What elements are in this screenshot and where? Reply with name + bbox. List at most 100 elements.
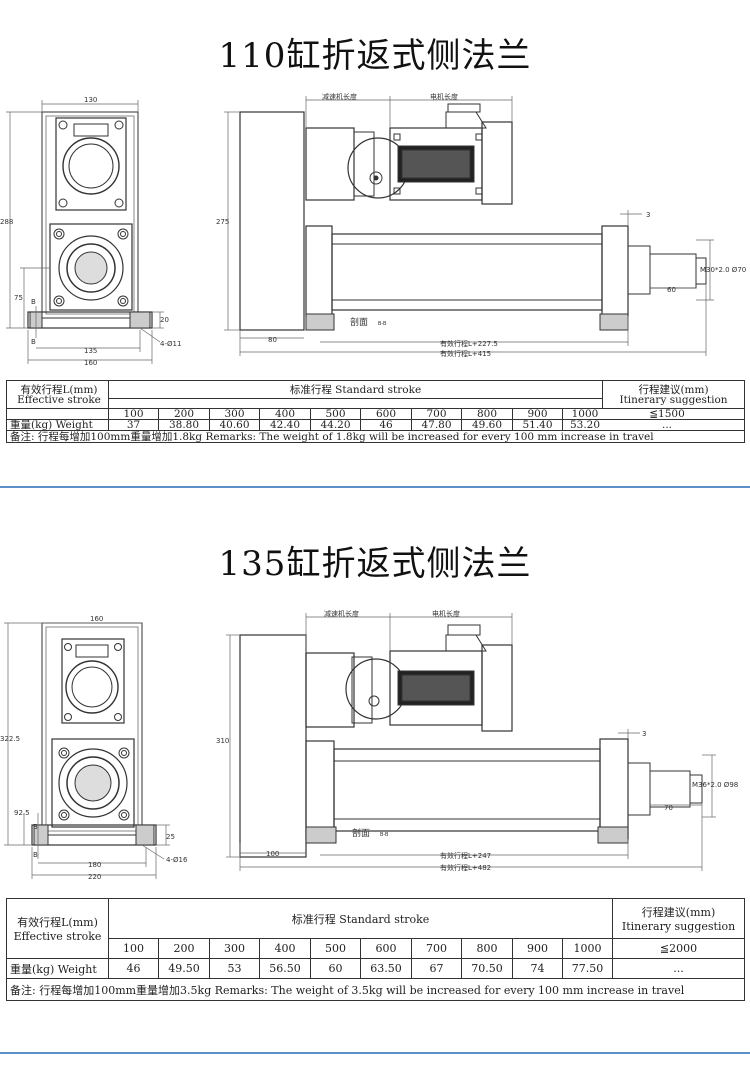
technical-drawing: 160 322.5 92.5 B B 25 4-Ø16 180 220 310 … <box>0 609 738 881</box>
dim-100: 100 <box>266 850 279 858</box>
mount-foot-left <box>305 313 335 331</box>
stroke-value: 100 <box>108 938 159 959</box>
remarks-note: 备注: 行程每增加100mm重量增加3.5kg Remarks: The wei… <box>5 978 746 1001</box>
weight-value: 51.40 <box>512 419 563 431</box>
remarks-note: 备注: 行程每增加100mm重量增加1.8kg Remarks: The wei… <box>5 430 746 443</box>
cylinder-end-cap <box>305 225 333 317</box>
weight-value: 74 <box>512 958 563 979</box>
weight-value: 53.20 <box>569 419 601 431</box>
section-title: 135缸折返式侧法兰 <box>218 544 532 584</box>
dim-stroke-a: 有效行程L+227.5 <box>440 339 498 348</box>
dim-hole-spacing: 135 <box>84 347 97 355</box>
stroke-value: 600 <box>360 408 412 420</box>
flange-plate-outline <box>41 622 143 836</box>
weight-value: 49.60 <box>461 419 513 431</box>
stroke-value: 700 <box>411 938 462 959</box>
dim-offset: 92.5 <box>14 809 30 817</box>
dim-rod-thread: M30*2.0 Ø70 <box>700 266 746 274</box>
reducer-housing <box>239 111 305 331</box>
motor-connector-socket <box>55 117 127 211</box>
dim-flange-thickness: 25 <box>166 833 175 841</box>
stroke-suggestion: ≦2000 <box>612 938 746 959</box>
dim-height-left: 288 <box>0 218 13 226</box>
section-title: 110缸折返式侧法兰 <box>218 36 532 76</box>
b-lower-label: B <box>33 851 38 859</box>
stroke-value: 800 <box>461 408 513 420</box>
dim-height-left: 322.5 <box>0 735 20 743</box>
dim-reducer-length: 减速机长度 <box>324 609 359 618</box>
stroke-value: 700 <box>411 408 462 420</box>
weight-value: 46 <box>360 419 412 431</box>
weight-value: 47.80 <box>411 419 462 431</box>
motor-connector-socket <box>61 638 125 724</box>
dim-80: 80 <box>268 336 277 344</box>
dim-motor-length: 电机长度 <box>430 92 458 101</box>
suggestion-header: 行程建议(mm)Itinerary suggestion <box>612 898 746 939</box>
stroke-value: 1000 <box>561 938 614 959</box>
weight-suggestion: ... <box>612 958 746 979</box>
b-upper-label: B <box>31 298 36 306</box>
dim-rod-thread: M36*2.0 Ø98 <box>692 781 738 789</box>
stroke-label-cell: 有效行程L(mm)Effective stroke <box>6 898 109 959</box>
stroke-value: 200 <box>158 938 210 959</box>
stroke-value: 200 <box>158 408 210 420</box>
spec-table: 有效行程L(mm)Effective stroke 标准行程 Standard … <box>5 380 746 443</box>
weight-value: 53 <box>209 958 260 979</box>
dim-holes: 4-Ø11 <box>160 340 181 348</box>
weight-label: 重量(kg) Weight <box>6 958 109 979</box>
weight-value: 42.40 <box>259 419 311 431</box>
rod-end-face <box>49 223 133 311</box>
dim-width-top: 160 <box>90 615 103 623</box>
dim-3: 3 <box>642 730 646 738</box>
dim-stroke-b: 有效行程L+415 <box>440 349 491 358</box>
weight-value: 46 <box>108 958 159 979</box>
stroke-value: 300 <box>209 408 260 420</box>
weight-value: 37 <box>108 419 159 431</box>
dim-stroke-b: 有效行程L+482 <box>440 863 491 872</box>
standard-stroke-header: 标准行程 Standard stroke <box>107 898 614 939</box>
dim-stroke-a: 有效行程L+247 <box>440 851 491 860</box>
stroke-value: 500 <box>310 938 361 959</box>
stroke-value: 500 <box>310 408 361 420</box>
stroke-value: 900 <box>512 938 563 959</box>
dim-rod-length: 70 <box>664 804 673 812</box>
dim-height-mid: 275 <box>216 218 229 226</box>
dim-width-top: 130 <box>84 96 97 104</box>
weight-value: 44.20 <box>310 419 361 431</box>
dim-offset: 75 <box>14 294 23 302</box>
stroke-value: 400 <box>259 938 311 959</box>
b-upper-label: B <box>33 823 38 831</box>
stroke-suggestion: ≦1500 <box>649 408 685 420</box>
mount-foot-left <box>305 826 337 844</box>
side-flange-base <box>27 311 153 329</box>
weight-value: 49.50 <box>158 958 210 979</box>
dim-hole-spacing: 180 <box>88 861 101 869</box>
mount-foot-right <box>597 826 629 844</box>
section-label: 剖面 <box>352 827 370 839</box>
dim-3: 3 <box>646 211 650 219</box>
stroke-value: 1000 <box>571 408 599 420</box>
piston-rod <box>649 253 697 289</box>
dim-rod-length: 60 <box>667 286 676 294</box>
dim-height-mid: 310 <box>216 737 229 745</box>
dim-reducer-length: 减速机长度 <box>322 92 357 101</box>
standard-stroke-header: 标准行程 Standard stroke <box>107 380 604 399</box>
stroke-value: 400 <box>259 408 311 420</box>
dim-motor-length: 电机长度 <box>432 609 460 618</box>
weight-value: 77.50 <box>561 958 614 979</box>
piston-rod <box>649 770 691 808</box>
reducer-housing <box>239 634 307 858</box>
stroke-value: 100 <box>108 408 159 420</box>
weight-value: 38.80 <box>158 419 210 431</box>
weight-value: 67 <box>411 958 462 979</box>
reducer-block <box>305 127 355 201</box>
weight-value: 56.50 <box>259 958 311 979</box>
side-flange-base <box>31 824 157 846</box>
weight-value: 70.50 <box>461 958 513 979</box>
rod-end-face <box>51 738 135 828</box>
technical-drawing: 130 288 75 B B 20 4-Ø11 135 160 275 减速机长… <box>0 92 746 367</box>
section-divider <box>0 1052 750 1054</box>
stroke-value: 300 <box>209 938 260 959</box>
weight-value: 40.60 <box>209 419 260 431</box>
cylinder-tube <box>331 233 603 311</box>
